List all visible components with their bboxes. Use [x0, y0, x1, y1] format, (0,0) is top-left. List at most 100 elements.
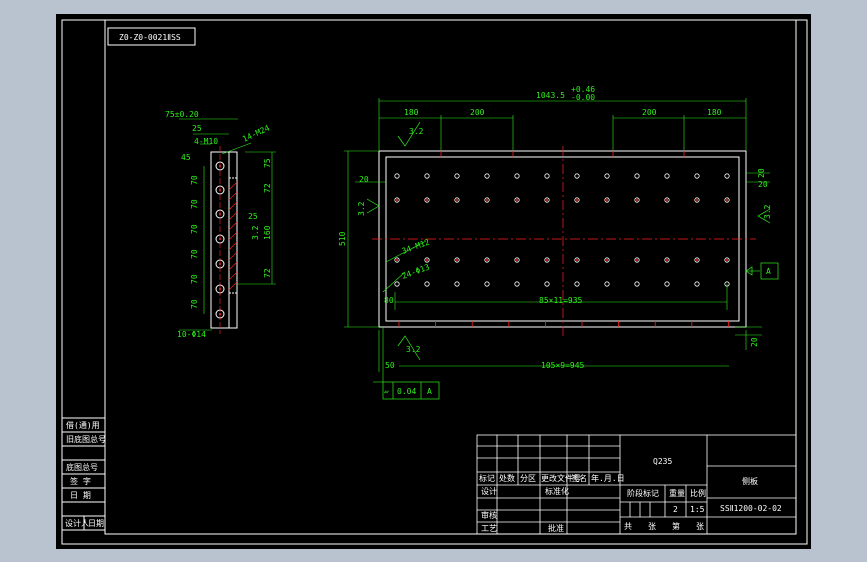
code-stamp: Z0-Z0-0021ⅡSS [119, 33, 181, 42]
mount-hole [664, 281, 670, 287]
tb-craft: 工艺 [481, 524, 497, 533]
title-block-grid [476, 434, 797, 535]
mount-hole [394, 257, 400, 263]
mount-hole [454, 281, 460, 287]
sidebar-label-7: 日期 [88, 519, 104, 528]
mount-hole [424, 197, 430, 203]
tb-scale: 1:5 [690, 505, 705, 514]
flatness-frame [382, 381, 440, 400]
hole-center [546, 199, 548, 201]
side-right-dim-5: 72 [263, 268, 272, 278]
tb-material: Q235 [653, 457, 672, 466]
mount-hole [484, 173, 490, 179]
sidebar-label-1: 借(通)用 [66, 420, 100, 430]
hole-center [666, 199, 668, 201]
roughness-top: 3.2 [409, 127, 424, 136]
hole-center [606, 259, 608, 261]
tb-check: 审核 [481, 510, 497, 520]
overall-width-tol-upper: +0.46 [571, 85, 595, 94]
side-holes-m10: 4-M10 [194, 137, 218, 146]
mount-hole [664, 173, 670, 179]
side-pitch-6: 70 [190, 299, 199, 309]
hole-center [576, 199, 578, 201]
side-right-dim-1: 75 [263, 158, 272, 168]
mount-hole [544, 197, 550, 203]
dim-top-2: 200 [470, 108, 485, 117]
tb-sheet-label: 张 [648, 522, 656, 531]
mount-hole [574, 281, 580, 287]
mount-hole [424, 173, 430, 179]
mount-hole [694, 257, 700, 263]
tb-sheet-no: 第 [672, 521, 680, 531]
hole-center [696, 199, 698, 201]
hole-center [456, 199, 458, 201]
roughness-left: 3.2 [357, 201, 366, 216]
mount-hole [664, 257, 670, 263]
side-pitch-4: 70 [190, 249, 199, 259]
dim-top-3: 200 [642, 108, 657, 117]
tb-standard: 标准化 [545, 486, 569, 496]
tb-design: 设计 [481, 486, 497, 496]
hole-center [396, 199, 398, 201]
sidebar-label-3: 底图总号 [66, 462, 98, 472]
tb-qty: 2 [673, 505, 678, 514]
mount-hole [514, 257, 520, 263]
hole-center [486, 259, 488, 261]
mount-hole [694, 173, 700, 179]
front-dim-lines [344, 98, 770, 383]
mount-hole [454, 257, 460, 263]
hole-center [636, 259, 638, 261]
code-stamp-box [107, 27, 196, 46]
hole-center [546, 259, 548, 261]
right-20-dim: 20 [757, 168, 766, 178]
mount-hole [544, 173, 550, 179]
tb-col-count: 处数 [499, 473, 515, 483]
side-pitch-5: 70 [190, 274, 199, 284]
hole-center [516, 259, 518, 261]
mount-hole [394, 173, 400, 179]
tb-col-mark: 标记 [479, 473, 495, 483]
tb-sheet-label2: 张 [696, 522, 704, 531]
mount-hole [664, 197, 670, 203]
tb-scale-label: 比例 [690, 488, 706, 498]
mount-hole [454, 173, 460, 179]
side-top-dim: 75±0.20 [165, 110, 199, 119]
edge-ticks [398, 151, 729, 327]
mount-hole [724, 257, 730, 263]
datum-box [760, 262, 779, 280]
left-80-dim: 80 [384, 296, 394, 305]
hole-center [726, 259, 728, 261]
mount-hole [484, 281, 490, 287]
mount-hole [424, 281, 430, 287]
flatness-value: 0.04 [397, 387, 416, 396]
side-right-dim-2: 72 [263, 183, 272, 193]
side-pitch-3: 70 [190, 224, 199, 234]
mount-hole [604, 173, 610, 179]
sidebar-label-4: 签 字 [70, 476, 91, 486]
mount-hole [454, 197, 460, 203]
tb-col-zone: 分区 [520, 474, 536, 483]
mount-hole [634, 281, 640, 287]
mount-hole [574, 257, 580, 263]
tb-weight-label: 重量 [669, 488, 685, 498]
mount-hole [484, 197, 490, 203]
hole-center [456, 259, 458, 261]
inner-border [104, 19, 797, 535]
bottom-spacing-dim: 105×9=945 [541, 361, 585, 370]
mount-hole [604, 257, 610, 263]
mount-hole [604, 197, 610, 203]
mount-hole [574, 197, 580, 203]
right-20b-dim: 20 [758, 180, 768, 189]
dim-top-1: 180 [404, 108, 419, 117]
left-sidebar [61, 417, 106, 531]
front-hole-pattern [394, 173, 730, 287]
mount-hole [514, 197, 520, 203]
mount-hole [544, 281, 550, 287]
hole-center [606, 199, 608, 201]
side-view-dim-lines [179, 118, 276, 331]
mount-hole [394, 281, 400, 287]
dim-top-4: 180 [707, 108, 722, 117]
tb-sheet-total: 共 [624, 522, 632, 531]
hole-center [666, 259, 668, 261]
left-50-dim: 50 [385, 361, 395, 370]
